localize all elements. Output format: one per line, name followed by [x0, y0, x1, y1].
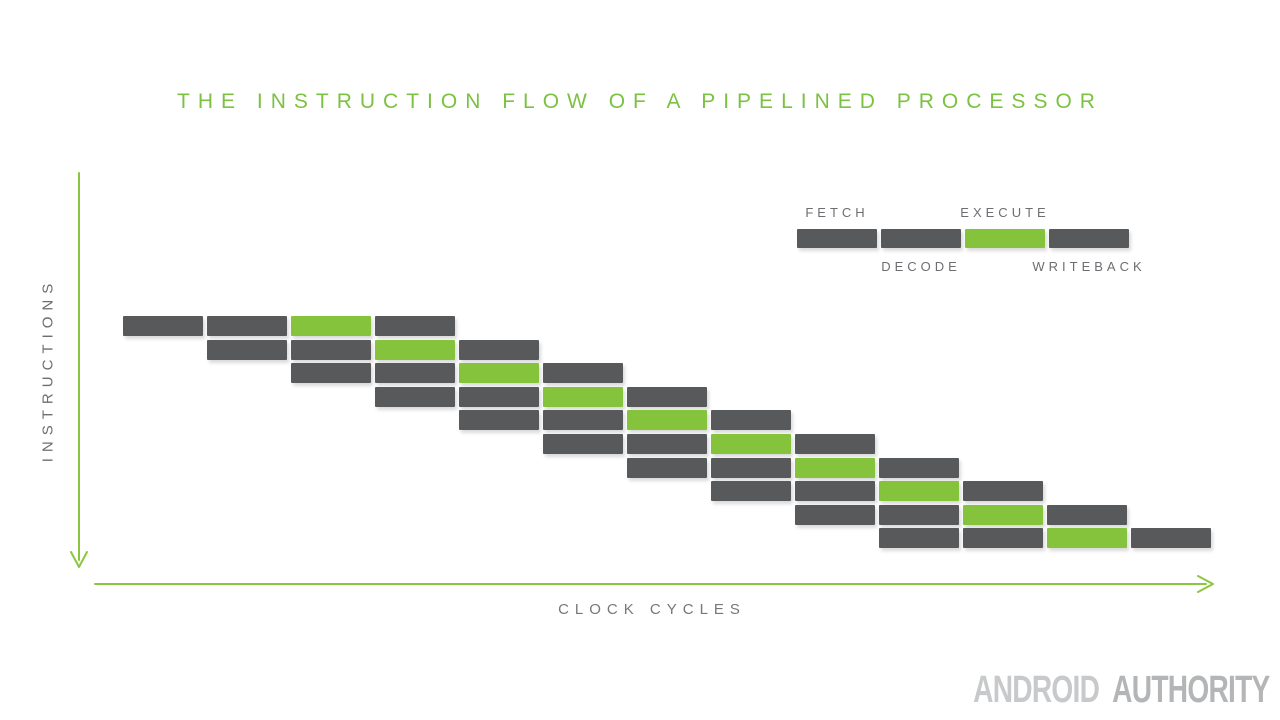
pipeline-bar-execute — [711, 434, 791, 454]
pipeline-bar-writeback — [711, 410, 791, 431]
legend-label-decode: DECODE — [881, 259, 961, 274]
pipeline-bar-execute — [963, 504, 1043, 525]
page-title: THE INSTRUCTION FLOW OF A PIPELINED PROC… — [177, 90, 1103, 113]
pipeline-bar-fetch — [459, 410, 539, 431]
watermark-android: ANDROID — [973, 669, 1101, 711]
pipeline-bar-decode — [543, 410, 623, 431]
pipeline-bar-fetch — [627, 457, 707, 478]
pipeline-bar-writeback — [459, 339, 539, 360]
y-axis-arrow-icon — [70, 172, 88, 568]
pipeline-bar-writeback — [375, 316, 455, 336]
legend-label-execute: EXECUTE — [960, 205, 1050, 220]
legend-label-writeback: WRITEBACK — [1032, 259, 1146, 274]
x-axis-arrow-icon — [94, 575, 1214, 593]
pipeline-bar-decode — [795, 481, 875, 502]
pipeline-bar-decode — [879, 504, 959, 525]
pipeline-bar-fetch — [123, 316, 203, 336]
watermark-authority: AUTHORITY — [1112, 669, 1271, 711]
x-axis-label: CLOCK CYCLES — [558, 601, 746, 618]
legend-bar-writeback — [1049, 229, 1129, 248]
pipeline-bar-writeback — [1047, 504, 1127, 525]
pipeline-bar-execute — [879, 481, 959, 502]
pipeline-bar-writeback — [879, 457, 959, 478]
pipeline-bar-execute — [375, 339, 455, 360]
pipeline-bar-execute — [795, 457, 875, 478]
legend-bar-execute — [965, 229, 1045, 248]
legend-bar-decode — [881, 229, 961, 248]
pipeline-bar-writeback — [543, 363, 623, 384]
legend-bar-fetch — [797, 229, 877, 248]
pipeline-bar-decode — [207, 316, 287, 336]
pipeline-bar-fetch — [207, 339, 287, 360]
pipeline-bar-decode — [711, 457, 791, 478]
pipeline-bar-fetch — [795, 504, 875, 525]
legend-label-fetch: FETCH — [805, 205, 869, 220]
pipeline-bar-execute — [1047, 528, 1127, 549]
pipeline-bar-fetch — [543, 434, 623, 454]
pipeline-bar-decode — [963, 528, 1043, 549]
pipeline-bar-writeback — [795, 434, 875, 454]
pipeline-bar-fetch — [711, 481, 791, 502]
pipeline-bar-execute — [543, 386, 623, 407]
pipeline-bar-execute — [291, 316, 371, 336]
pipeline-bar-decode — [459, 386, 539, 407]
pipeline-bar-decode — [291, 339, 371, 360]
watermark-logo: ANDROID AUTHORITY — [973, 669, 1271, 712]
pipeline-bar-execute — [459, 363, 539, 384]
y-axis-label: INSTRUCTIONS — [39, 277, 57, 463]
pipeline-bar-decode — [627, 434, 707, 454]
pipeline-bar-execute — [627, 410, 707, 431]
pipeline-bar-fetch — [375, 386, 455, 407]
pipeline-bar-fetch — [879, 528, 959, 549]
pipeline-bar-writeback — [963, 481, 1043, 502]
pipeline-bar-fetch — [291, 363, 371, 384]
pipeline-bar-writeback — [627, 386, 707, 407]
pipeline-bar-decode — [375, 363, 455, 384]
pipeline-bar-writeback — [1131, 528, 1211, 549]
